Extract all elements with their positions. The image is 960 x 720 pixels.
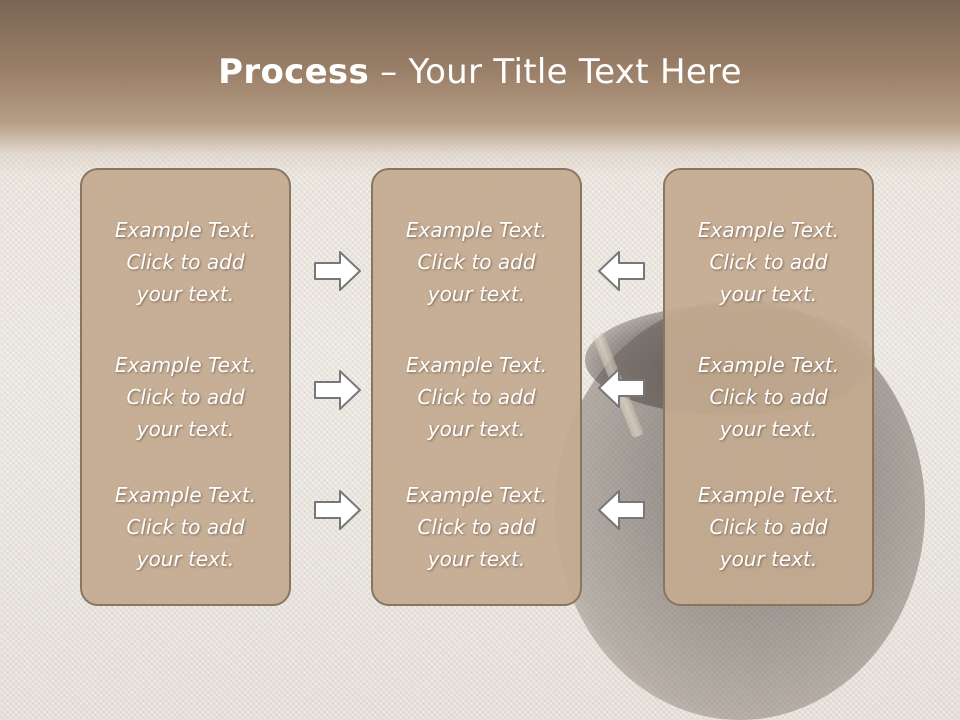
text-line: Click to add bbox=[126, 250, 245, 274]
text-block[interactable]: Example Text. Click to add your text. bbox=[82, 214, 289, 310]
text-line: your text. bbox=[719, 417, 818, 441]
arrow-left-icon bbox=[598, 490, 645, 530]
text-line: Click to add bbox=[417, 515, 536, 539]
text-line: your text. bbox=[719, 547, 818, 571]
text-line: Example Text. bbox=[697, 353, 840, 377]
text-line: Example Text. bbox=[114, 353, 257, 377]
arrow-left-icon bbox=[598, 251, 645, 291]
text-line: Example Text. bbox=[114, 483, 257, 507]
text-line: Example Text. bbox=[697, 218, 840, 242]
text-line: Click to add bbox=[709, 515, 828, 539]
header-band bbox=[0, 0, 960, 175]
title-rest: – Your Title Text Here bbox=[369, 52, 742, 92]
text-line: Click to add bbox=[417, 385, 536, 409]
text-block[interactable]: Example Text. Click to add your text. bbox=[82, 349, 289, 445]
text-block[interactable]: Example Text. Click to add your text. bbox=[665, 479, 872, 575]
text-line: your text. bbox=[427, 282, 526, 306]
text-line: your text. bbox=[136, 282, 235, 306]
text-line: Example Text. bbox=[405, 353, 548, 377]
text-line: Example Text. bbox=[697, 483, 840, 507]
process-box-center[interactable]: Example Text. Click to add your text. Ex… bbox=[371, 168, 582, 606]
text-line: Example Text. bbox=[405, 483, 548, 507]
text-block[interactable]: Example Text. Click to add your text. bbox=[665, 214, 872, 310]
arrow-left-icon bbox=[598, 368, 645, 408]
text-line: Example Text. bbox=[114, 218, 257, 242]
text-line: Click to add bbox=[126, 515, 245, 539]
process-box-left[interactable]: Example Text. Click to add your text. Ex… bbox=[80, 168, 291, 606]
text-block[interactable]: Example Text. Click to add your text. bbox=[373, 214, 580, 310]
text-line: your text. bbox=[719, 282, 818, 306]
text-line: Click to add bbox=[417, 250, 536, 274]
arrow-right-icon bbox=[314, 490, 361, 530]
text-block[interactable]: Example Text. Click to add your text. bbox=[82, 479, 289, 575]
title-bold: Process bbox=[218, 52, 370, 92]
text-line: Click to add bbox=[709, 250, 828, 274]
arrow-right-icon bbox=[314, 251, 361, 291]
slide-title[interactable]: Process – Your Title Text Here bbox=[0, 52, 960, 92]
arrow-right-icon bbox=[314, 370, 361, 410]
text-block[interactable]: Example Text. Click to add your text. bbox=[373, 349, 580, 445]
process-box-right[interactable]: Example Text. Click to add your text. Ex… bbox=[663, 168, 874, 606]
text-line: your text. bbox=[427, 547, 526, 571]
text-line: your text. bbox=[136, 417, 235, 441]
text-block[interactable]: Example Text. Click to add your text. bbox=[373, 479, 580, 575]
text-line: your text. bbox=[136, 547, 235, 571]
text-line: your text. bbox=[427, 417, 526, 441]
text-line: Click to add bbox=[709, 385, 828, 409]
text-block[interactable]: Example Text. Click to add your text. bbox=[665, 349, 872, 445]
text-line: Click to add bbox=[126, 385, 245, 409]
text-line: Example Text. bbox=[405, 218, 548, 242]
